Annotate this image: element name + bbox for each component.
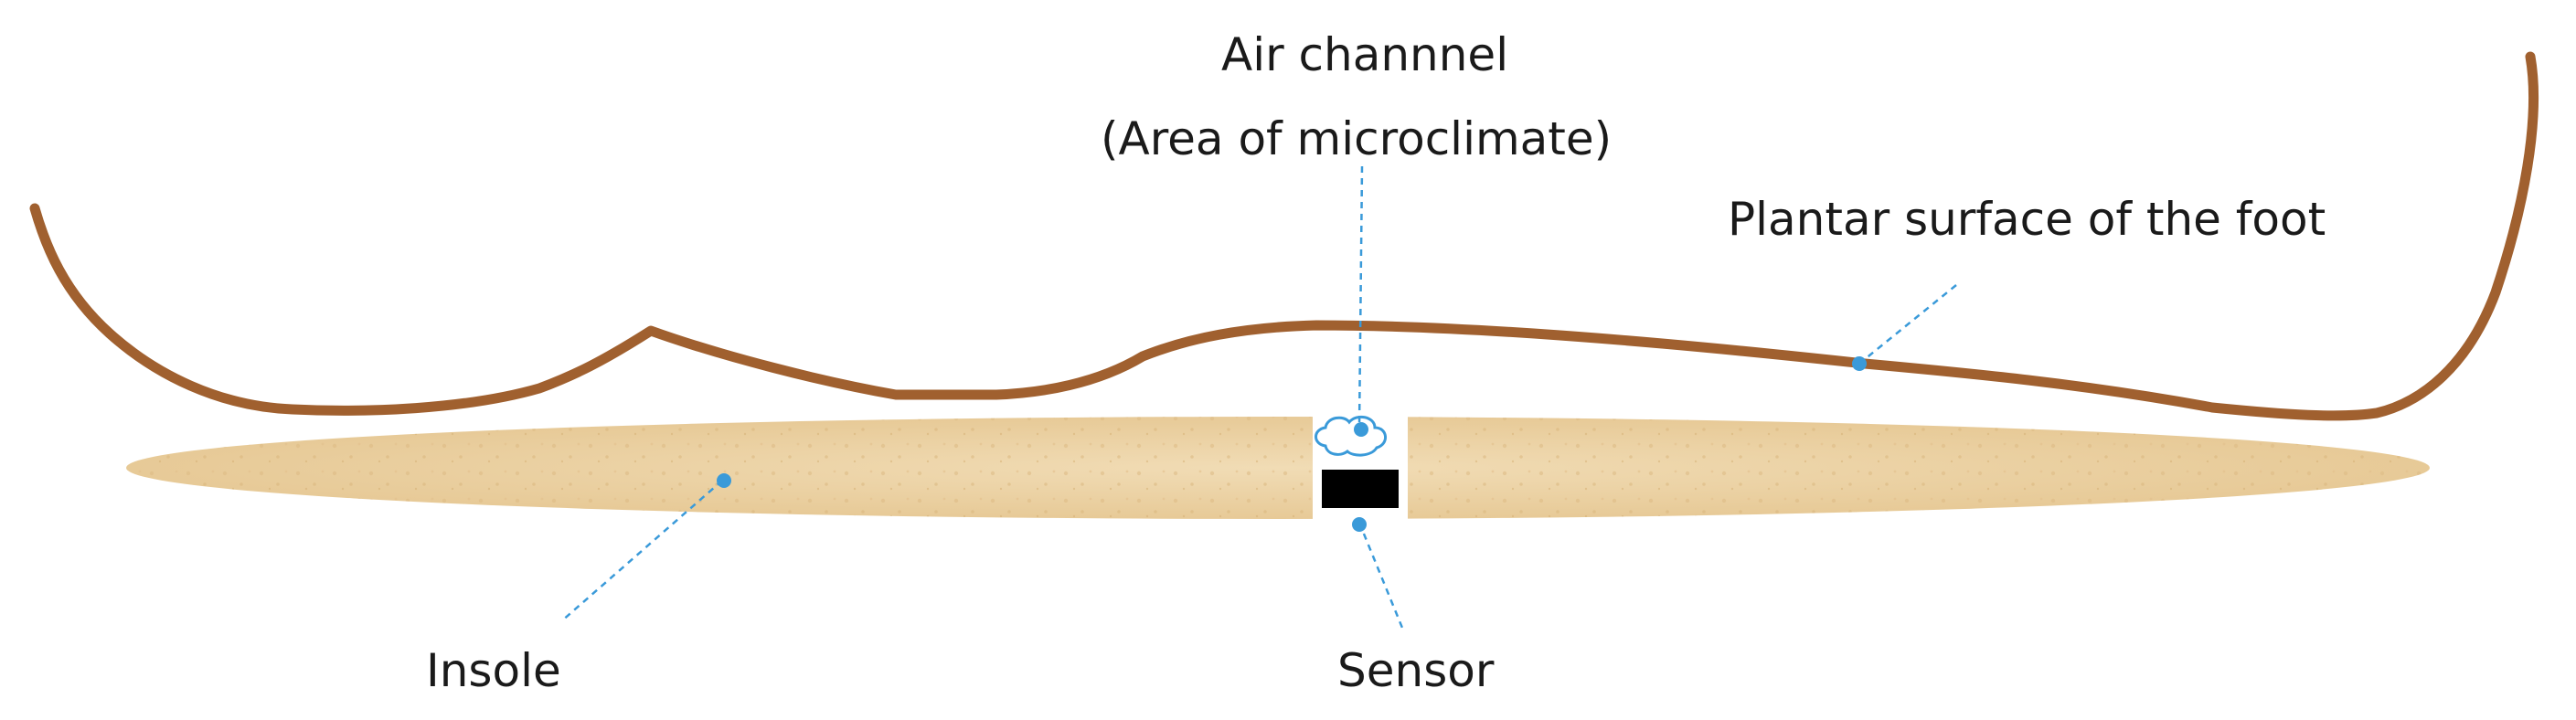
insole-label: Insole [426, 644, 561, 697]
leader-plantar [1858, 284, 1957, 365]
leader-air-channel [1357, 165, 1364, 429]
dot-sensor [1352, 517, 1367, 532]
sensor-block [1322, 470, 1399, 508]
air-channel-cloud-icon [1315, 415, 1387, 457]
sensor-label: Sensor [1337, 644, 1495, 697]
dot-insole [717, 473, 731, 488]
leader-dots [717, 356, 1867, 532]
dot-air-channel [1354, 422, 1368, 437]
leader-lines [560, 165, 1957, 633]
plantar-surface-label: Plantar surface of the foot [1728, 193, 2326, 246]
air-channel-sublabel: (Area of microclimate) [1101, 112, 1613, 165]
leader-sensor [1357, 522, 1406, 633]
plantar-surface-outline [29, 51, 2539, 421]
insole [126, 417, 2430, 519]
air-channel-label: Air channnel [1221, 28, 1509, 81]
dot-plantar [1852, 356, 1867, 371]
